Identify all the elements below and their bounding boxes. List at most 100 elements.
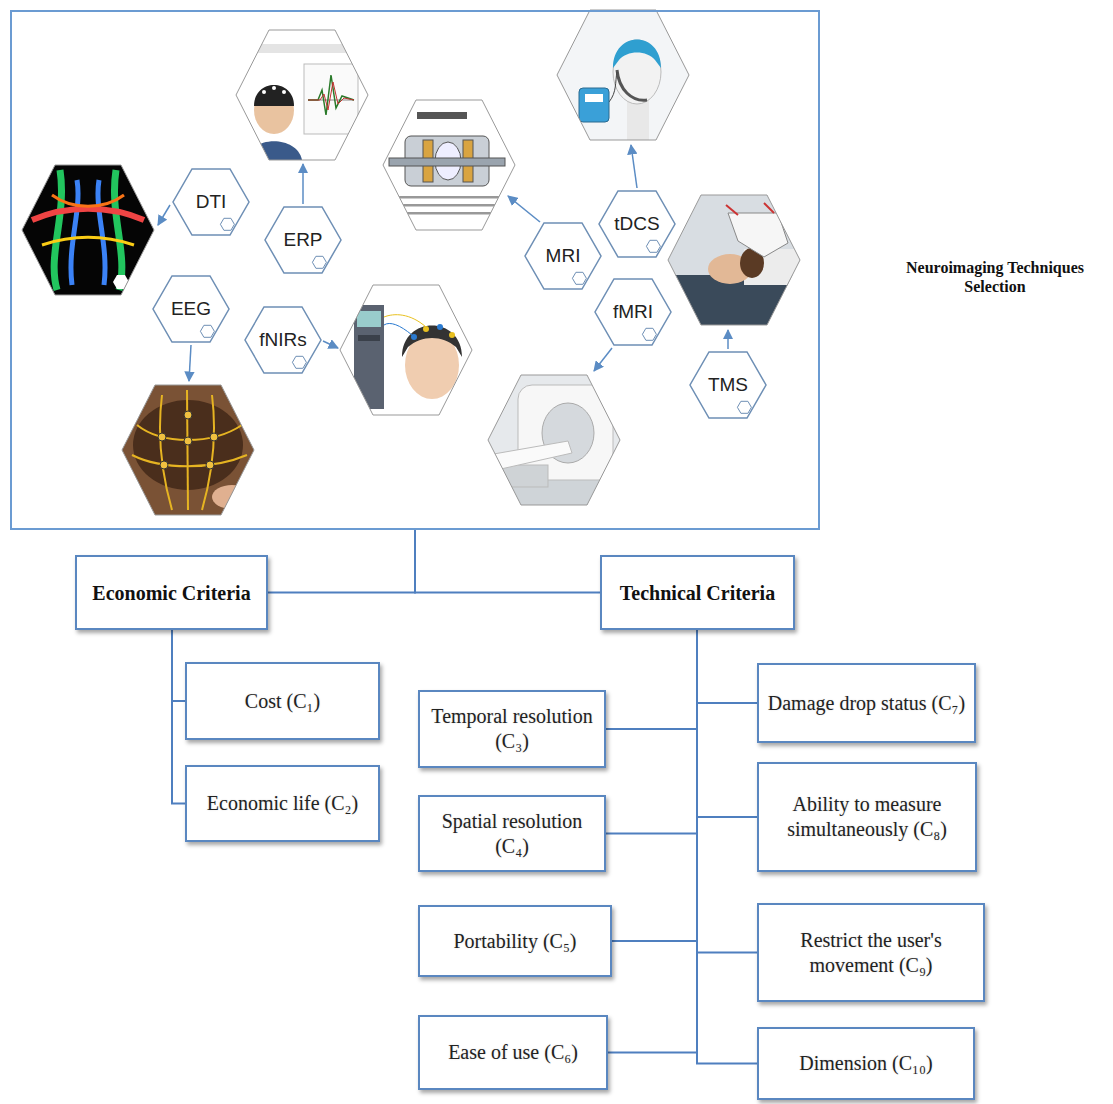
hexagon-shape [153, 276, 229, 342]
illustration-part [272, 86, 276, 90]
connector-line [172, 630, 185, 804]
illustration-part [187, 390, 188, 510]
illustration-part [764, 203, 774, 213]
node-label: Cost (C₁) [245, 689, 320, 714]
illustration-part [282, 90, 286, 94]
illustration-part [308, 75, 354, 115]
illustration-part [212, 485, 252, 509]
technique-hexagon: MRI [524, 222, 602, 290]
illustration-part [397, 204, 497, 207]
illustration-part [160, 395, 172, 510]
illustration-part [557, 10, 689, 140]
illustration-part [98, 180, 105, 285]
criterion-box: Ability to measure simultaneously (C₈) [757, 762, 977, 872]
panel-title: Neuroimaging Techniques Selection [885, 258, 1105, 296]
node-label: fNIRs [259, 329, 307, 351]
connector-line [612, 630, 697, 941]
illustration-part [158, 433, 166, 441]
connector-line [268, 530, 415, 593]
illustration-part [727, 330, 729, 349]
illustration-part [42, 238, 134, 246]
illustration-part [383, 100, 515, 230]
hexagon-shape [595, 279, 671, 345]
connector-line [697, 630, 757, 703]
node-label: tDCS [614, 213, 659, 235]
criterion-box: Portability (C₅) [418, 905, 612, 977]
hexagon-mark [312, 256, 326, 268]
criterion-box: Dimension (C₁₀) [757, 1027, 975, 1100]
node-label: Dimension (C₁₀) [799, 1051, 932, 1076]
illustration-part [122, 385, 254, 515]
illustration-part [308, 82, 354, 110]
illustration-part [557, 10, 689, 140]
node-label: DTI [196, 191, 227, 213]
illustration-part [488, 441, 572, 471]
illustration-part [22, 165, 154, 295]
illustration-part [254, 86, 294, 134]
illustration-part [340, 285, 472, 415]
criterion-box: Ease of use (C₆) [418, 1015, 608, 1090]
node-label: TMS [708, 374, 748, 396]
hexagon-shape [690, 352, 766, 418]
illustration-part [340, 285, 472, 415]
illustration-part [302, 164, 304, 204]
category-box: Technical Criteria [600, 555, 795, 630]
illustration-part [236, 30, 368, 160]
illustration-part [585, 94, 603, 102]
node-label: Economic Criteria [92, 581, 250, 605]
technique-hexagon: EEG [152, 275, 230, 343]
technique-hexagon: fMRI [594, 278, 672, 346]
technique-panel: Neuroimaging Techniques SelectionDTIERPM… [10, 10, 820, 530]
category-box: Economic Criteria [75, 555, 268, 630]
erp-image [236, 30, 368, 160]
illustration-part [384, 323, 412, 335]
illustration-part [579, 88, 609, 122]
illustration-part [113, 275, 129, 289]
illustration-part [405, 212, 491, 215]
illustration-part [189, 345, 191, 381]
hexagon-shape [525, 223, 601, 289]
node-label: Ability to measure simultaneously (C₈) [767, 792, 967, 842]
illustration-part [437, 324, 443, 330]
dti-image [22, 165, 154, 295]
node-label: Temporal resolution (C₃) [428, 704, 596, 754]
illustration-part [358, 335, 380, 341]
hexagon-shape [265, 207, 341, 273]
node-label: EEG [171, 298, 211, 320]
illustration-part [32, 209, 144, 220]
illustration-part [609, 72, 617, 102]
hexagon-mark [200, 325, 214, 337]
fnirs-image [340, 285, 472, 415]
illustration-part [395, 196, 501, 199]
node-label: Spatial resolution (C₄) [428, 809, 596, 859]
technique-hexagon: tDCS [598, 190, 676, 258]
criterion-box: Temporal resolution (C₃) [418, 690, 606, 768]
hexagon-mark [572, 272, 586, 284]
illustration-part [210, 433, 218, 441]
fmri-image [488, 375, 620, 505]
illustration-part [668, 195, 800, 325]
illustration-part [389, 158, 505, 166]
illustration-part [262, 90, 266, 94]
illustration-part [184, 411, 192, 419]
connector-line [697, 630, 757, 953]
criterion-box: Cost (C₁) [185, 662, 380, 740]
hexagon-shape [599, 191, 675, 257]
illustration-part [383, 100, 515, 230]
hexagon-mark [220, 218, 234, 230]
technique-hexagon: DTI [172, 168, 250, 236]
illustration-part [304, 64, 358, 134]
node-label: fMRI [613, 301, 653, 323]
illustration-part [631, 145, 637, 188]
hexagon-mark [646, 240, 660, 252]
hexagon-mark [292, 356, 306, 368]
connector-line [415, 530, 600, 593]
illustration-part [22, 165, 154, 295]
illustration-part [402, 326, 462, 358]
illustration-part [236, 30, 368, 160]
technique-hexagon: TMS [689, 351, 767, 419]
criterion-box: Spatial resolution (C₄) [418, 795, 606, 872]
illustration-part [254, 85, 294, 106]
